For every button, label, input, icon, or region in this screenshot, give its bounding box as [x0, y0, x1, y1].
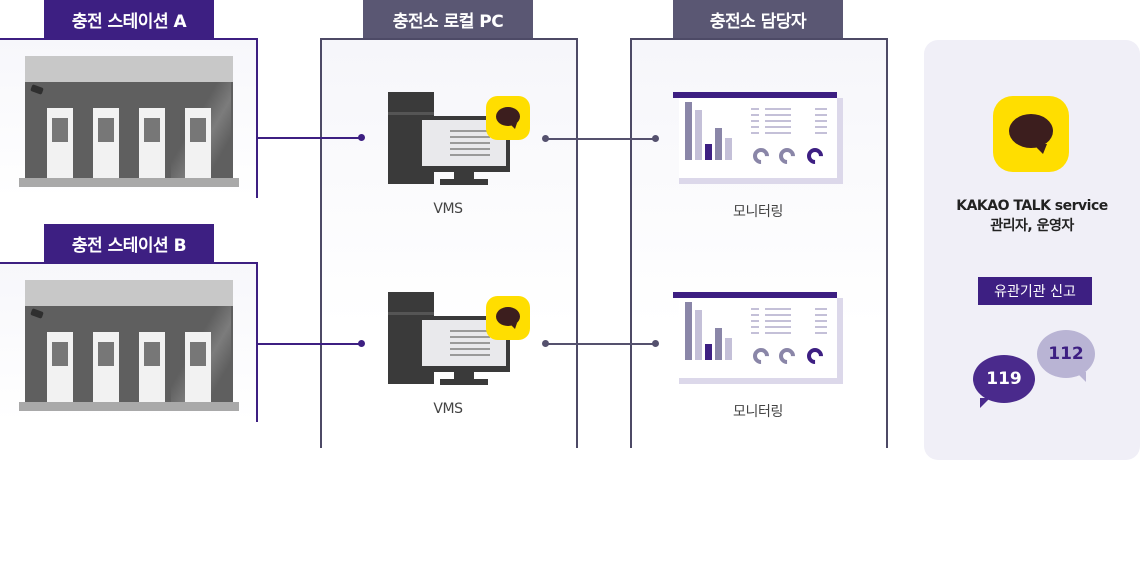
kakaotalk-service-label: KAKAO TALK service 관리자, 운영자: [924, 196, 1140, 236]
charging-station-icon: [19, 280, 239, 412]
kakaotalk-icon: [486, 296, 530, 340]
monitoring-caption: 모니터링: [733, 404, 783, 420]
connector-line: [547, 343, 655, 345]
station-b-title: 충전 스테이션 B: [44, 224, 214, 262]
connector-line: [258, 137, 362, 139]
staff-title: 충전소 담당자: [673, 0, 843, 38]
monitoring-caption: 모니터링: [733, 204, 783, 220]
report-agency-button[interactable]: 유관기관 신고: [978, 277, 1092, 305]
station-a-title: 충전 스테이션 A: [44, 0, 214, 38]
dashboard-icon: [673, 92, 845, 188]
desktop-pc-icon: [388, 92, 538, 192]
local-pc-title: 충전소 로컬 PC: [363, 0, 533, 38]
vms-caption: VMS: [433, 201, 463, 217]
kakaotalk-icon: [486, 96, 530, 140]
kakaotalk-service-line1: KAKAO TALK service: [956, 198, 1108, 214]
connector-dot: [652, 135, 659, 142]
bubble-112-tail: [1076, 372, 1086, 382]
kakaotalk-panel: KAKAO TALK service 관리자, 운영자 유관기관 신고 112 …: [924, 40, 1140, 460]
kakaotalk-icon: [993, 96, 1069, 172]
connector-line: [258, 343, 362, 345]
connector-dot: [542, 135, 549, 142]
vms-caption: VMS: [433, 401, 463, 417]
kakaotalk-service-line2: 관리자, 운영자: [990, 218, 1074, 234]
connector-dot: [542, 340, 549, 347]
bubble-112: 112: [1037, 330, 1095, 378]
connector-dot: [358, 134, 365, 141]
connector-line: [547, 138, 655, 140]
dashboard-icon: [673, 292, 845, 388]
bubble-119: 119: [973, 355, 1035, 403]
charging-station-icon: [19, 56, 239, 188]
bubble-119-tail: [980, 398, 990, 408]
connector-dot: [652, 340, 659, 347]
connector-dot: [358, 340, 365, 347]
